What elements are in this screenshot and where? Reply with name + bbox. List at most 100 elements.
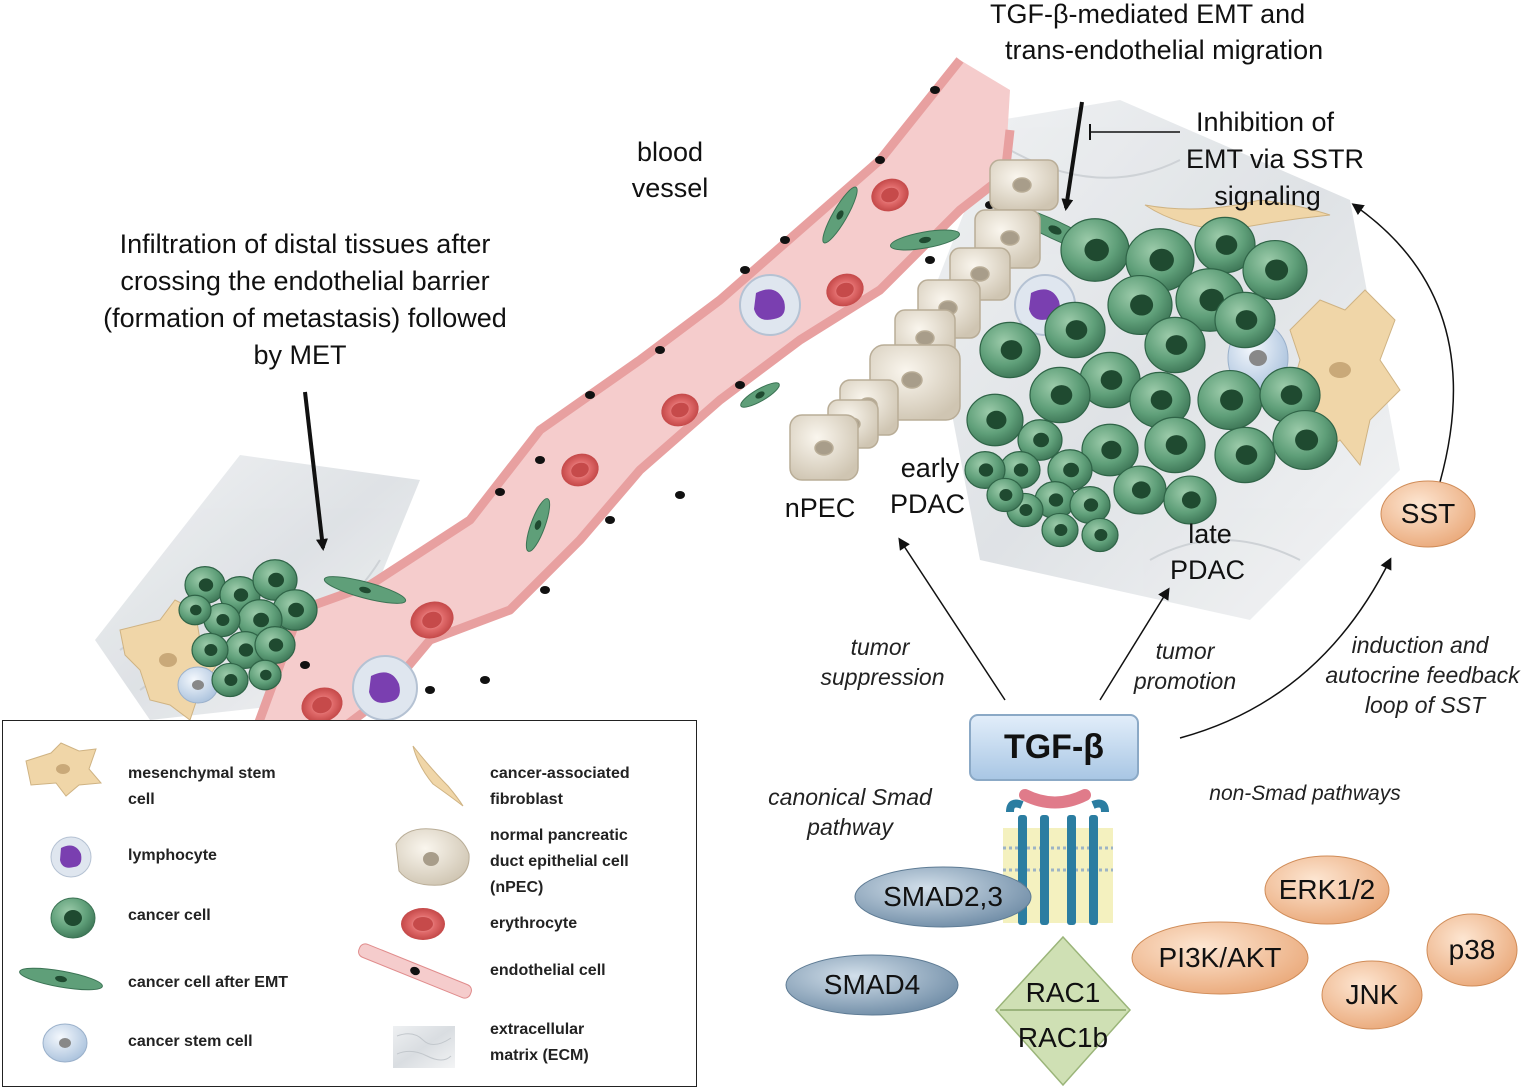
late-pdac-line1: late [1188,519,1232,549]
erk-label: ERK1/2 [1278,874,1376,905]
tumor-suppression-line1: tumor [850,634,910,660]
cancer-cell-icon [1163,475,1217,525]
cancer-cell-icon [979,321,1041,379]
promotion-arrow [1099,587,1170,701]
induction-line3: loop of SST [1364,692,1486,718]
npec-cell-icon [395,828,470,886]
cancer-stem-cell-icon [42,1023,88,1063]
erk-node [1264,855,1390,925]
cancer-cell-icon [1079,351,1141,409]
legend-msc-line1: mesenchymal stem [128,765,276,782]
cancer-cell-icon [1197,369,1263,431]
lymphocyte-icon [352,655,418,721]
legend-icons [19,742,472,1068]
cancer-stem-cell-icon [177,666,219,704]
legend-npec-line2: duct epithelial cell [490,853,629,870]
cancer-emt-cell-icon [890,229,960,251]
cancer-cell-icon [184,565,226,604]
npec-cell-icon [789,414,859,481]
jnk-node [1321,960,1423,1030]
tumor-promotion-line1: tumor [1155,638,1215,664]
induction-arrow [1179,557,1392,739]
erythrocyte-icon [661,393,699,427]
legend-endothelial: endothelial cell [490,962,606,979]
cancer-cell-icon [966,393,1024,447]
canonical-line2: pathway [807,814,893,840]
metastasis-cluster [178,559,318,698]
tgf-emt-title-line2: trans-endothelial migration [1005,35,1324,65]
cancer-cell-icon [1107,274,1173,336]
fibroblast-icon [412,745,464,807]
induction-line1: induction and [1351,632,1489,658]
metastasis-arrow [303,391,328,551]
cancer-cell-icon [1029,366,1091,424]
arrows [303,101,1455,739]
rac1-label: RAC1 [1025,977,1101,1008]
cancer-cell-icon [1081,423,1139,477]
npec-label: nPEC [784,493,856,523]
cancer-cell-icon [1060,218,1130,282]
cancer-cell-icon [1242,239,1308,301]
legend-npec-line3: (nPEC) [490,879,544,896]
cancer-emt-cell-icon [822,186,858,244]
pi3k-node [1131,921,1309,995]
infiltration-line3: (formation of metastasis) followed [103,303,507,333]
blood-vessel [240,57,1015,762]
cancer-cell-icon [964,451,1006,490]
non-smad-label: non-Smad pathways [1209,782,1401,805]
pi3k-label: PI3K/AKT [1158,942,1282,973]
legend-cancer-emt: cancer cell after EMT [128,974,289,991]
cancer-cell-icon [1017,419,1063,461]
late-pdac-line2: PDAC [1169,555,1245,585]
cancer-emt-cell-icon [525,498,551,552]
endothelial-cell-icon [358,943,472,999]
rac-diamond [994,935,1132,1087]
tgf-beta-box [969,714,1139,781]
cancer-cell-icon [1259,366,1321,424]
tgf-emt-title-line1: TGF-β-mediated EMT and [990,0,1306,29]
cancer-cell-icon [1081,517,1119,553]
erythrocyte-icon [826,273,864,307]
erythrocyte-icon [401,908,445,940]
lymphocyte-icon [50,836,92,878]
cancer-cell-icon [1044,301,1106,359]
cancer-emt-cell-icon [740,382,780,408]
legend-lymphocyte: lymphocyte [128,847,217,864]
smad23-label: SMAD2,3 [883,881,1003,912]
npec-cell-icon [989,159,1059,211]
cancer-cell-icon [986,477,1024,513]
legend: mesenchymal stem cell lymphocyte cancer … [2,720,697,1087]
infiltration-line2: crossing the endothelial barrier [120,266,490,296]
smad4-node [785,954,959,1016]
cancer-cell-icon [248,659,282,691]
blood-vessel-label-2: vessel [631,173,709,203]
early-pdac-line1: early [900,453,960,483]
cancer-cell-icon [1144,316,1206,374]
cancer-cell-icon [1214,426,1276,484]
cancer-cell-icon [1194,216,1256,274]
cancer-cell-icon [1272,409,1338,471]
cancer-cell-icon [1214,291,1276,349]
sst-node [1380,480,1476,548]
induction-line2: autocrine feedback [1325,662,1520,688]
cancer-cell-icon [254,625,296,664]
cancer-cell-icon [178,594,212,626]
smad23-node [854,866,1032,928]
cancer-cell-icon [211,662,249,698]
legend-erythrocyte: erythrocyte [490,915,578,932]
cancer-cell-icon [1144,416,1206,474]
blood-vessel-label-1: blood [636,137,704,167]
p38-label: p38 [1448,934,1496,965]
cancer-cell-icon [1129,371,1191,429]
erythrocyte-icon [301,687,343,723]
sst-feedback-arrow [1351,203,1455,483]
erythrocyte-icon [871,178,909,212]
legend-msc-line2: cell [128,791,155,808]
cancer-emt-cell-icon [323,576,407,604]
cancer-cell-icon [1113,465,1167,515]
jnk-label: JNK [1345,979,1399,1010]
erythrocyte-icon [410,601,454,639]
erythrocyte-icon [561,453,599,487]
